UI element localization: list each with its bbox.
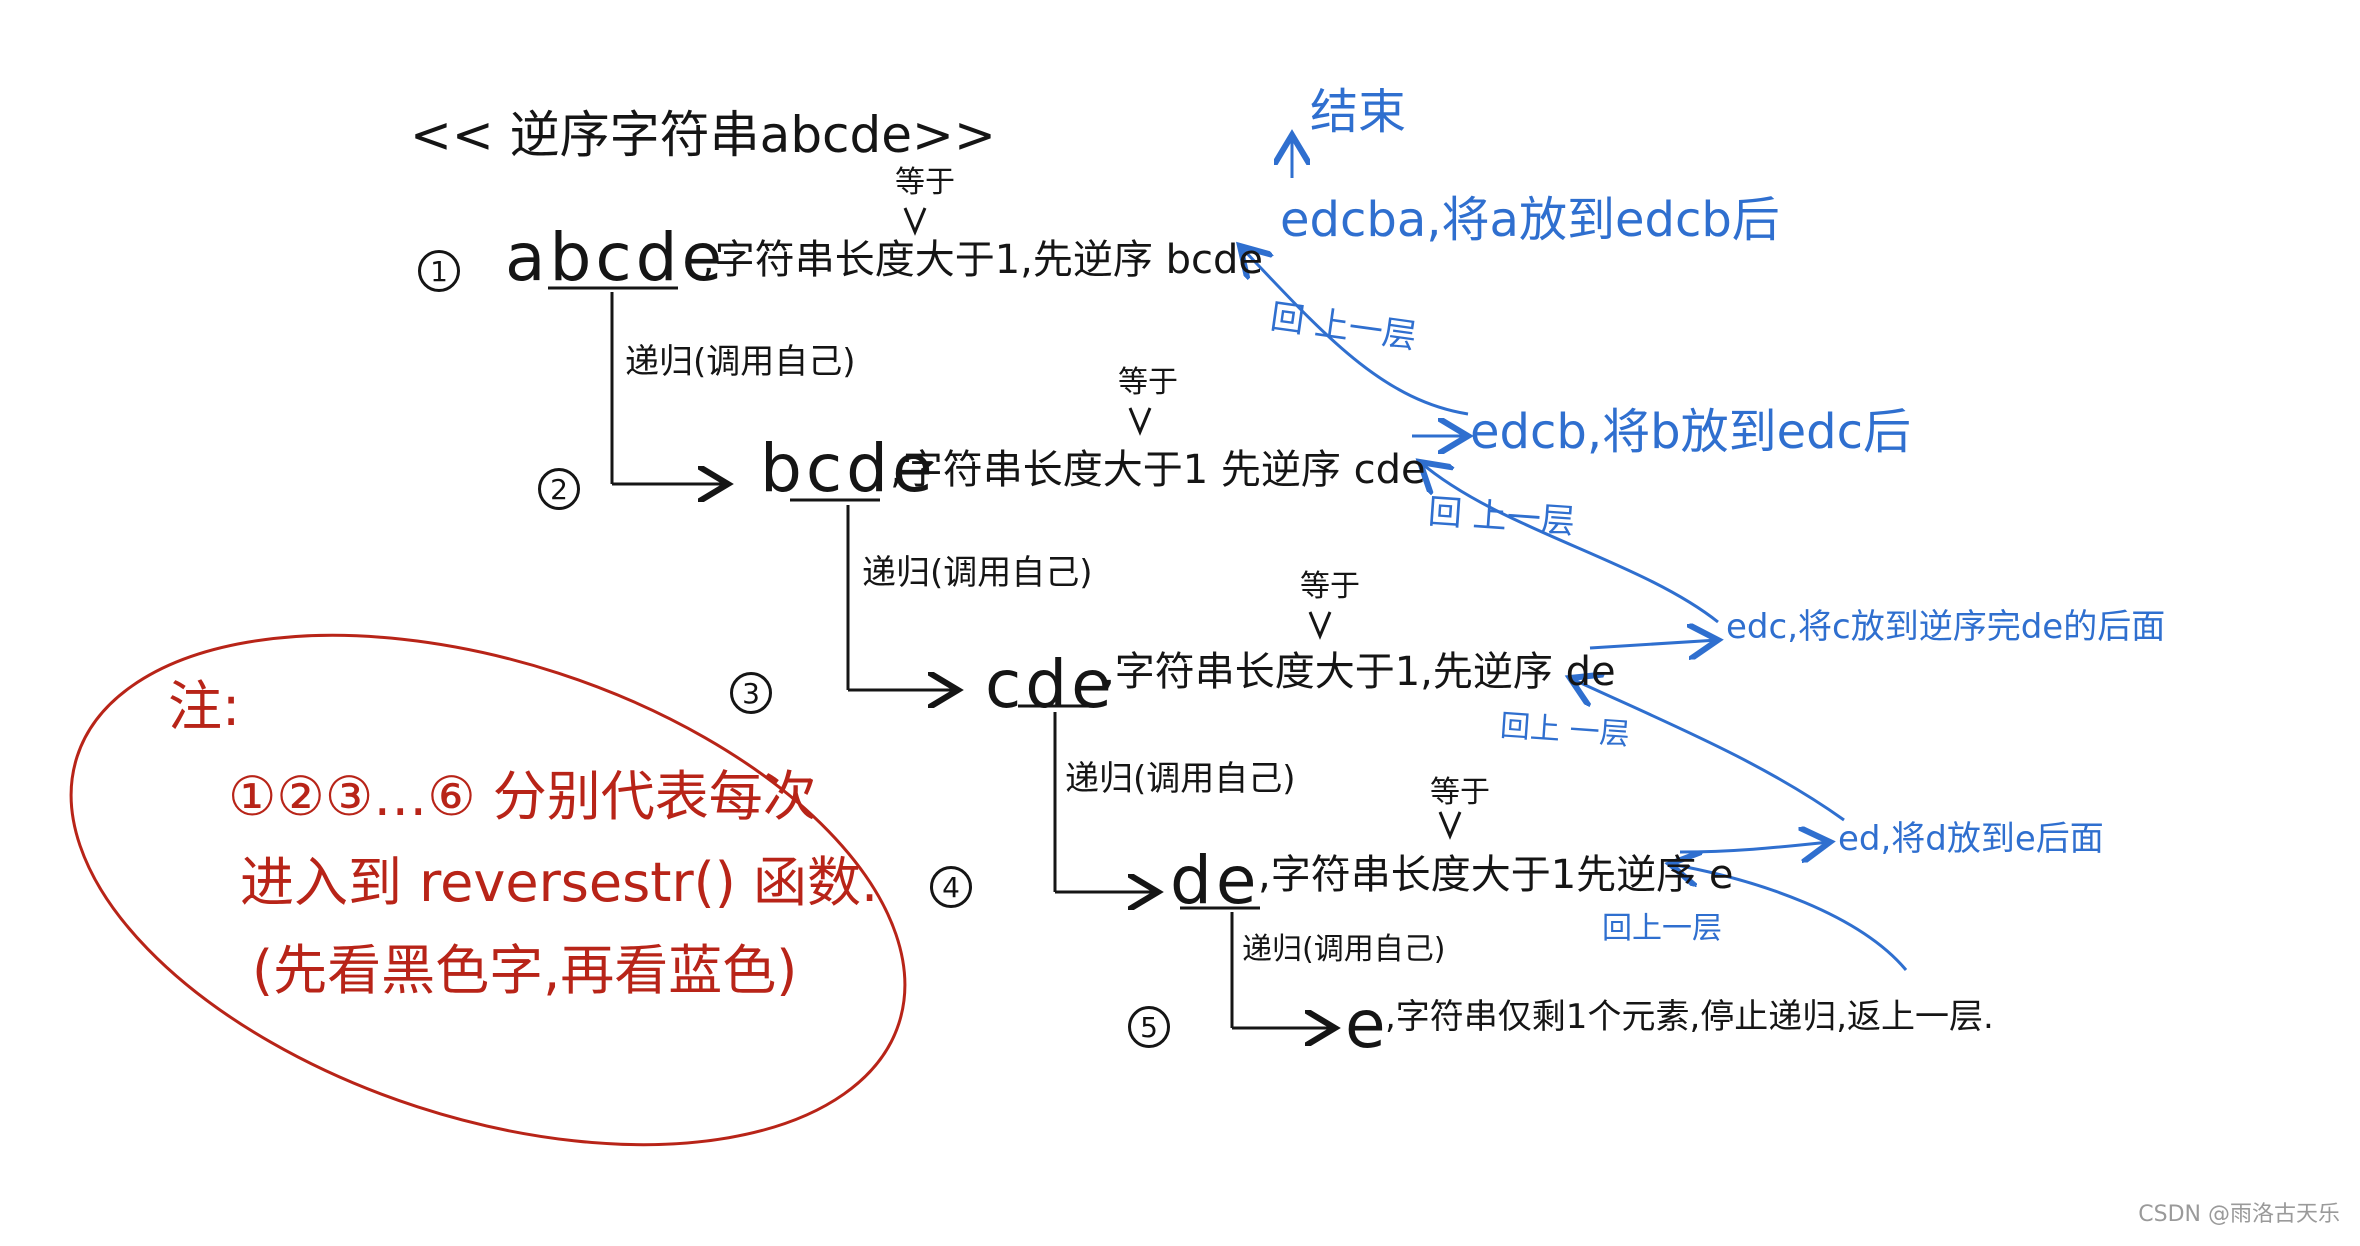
- step-2-word: bcde: [760, 430, 937, 507]
- step-5-word: e: [1345, 986, 1390, 1063]
- step-number-2: 2: [538, 468, 580, 510]
- step-2-recurse: 递归(调用自己): [862, 553, 1093, 593]
- diagram-title: << 逆序字符串abcde>>: [410, 106, 996, 164]
- back-label-4: 回上一层: [1602, 911, 1722, 946]
- step-3-word: cde: [985, 646, 1116, 723]
- return-arrows: [1240, 135, 1908, 971]
- end-label: 结束: [1310, 84, 1407, 140]
- step-3-eq: 等于: [1300, 569, 1360, 604]
- step-1-eq: 等于: [895, 165, 955, 200]
- back-label-3: 回上 一层: [1498, 708, 1631, 753]
- step-5-desc: ,字符串仅剩1个元素,停止递归,返上一层.: [1385, 997, 1994, 1037]
- step-number-4: 4: [930, 866, 972, 908]
- step-4-word: de: [1170, 842, 1261, 919]
- step-4-recurse: 递归(调用自己): [1242, 932, 1446, 967]
- step-2-eq: 等于: [1118, 365, 1178, 400]
- return-result-1: edcba,将a放到edcb后: [1280, 192, 1780, 248]
- note-line-2: 进入到 reversestr() 函数.: [240, 851, 879, 914]
- return-result-2: edcb,将b放到edc后: [1470, 404, 1911, 460]
- step-3-recurse: 递归(调用自己): [1065, 759, 1296, 799]
- step-3-desc: ,字符串长度大于1,先逆序 de: [1102, 649, 1616, 695]
- step-1-word: abcde: [505, 219, 727, 296]
- note-line-1: ①②③…⑥ 分别代表每次: [228, 765, 817, 828]
- step-number-5: 5: [1128, 1006, 1170, 1048]
- step-1-desc: ,字符串长度大于1,先逆序 bcde: [702, 237, 1263, 283]
- step-4-eq: 等于: [1430, 775, 1490, 810]
- step-4-desc: ,字符串长度大于1先逆序 e: [1258, 852, 1734, 898]
- watermark: CSDN @雨洛古天乐: [2138, 1202, 2340, 1227]
- return-result-4: ed,将d放到e后面: [1838, 819, 2104, 859]
- recursion-brackets: [548, 207, 1462, 1028]
- note-heading: 注:: [168, 675, 241, 738]
- back-label-2: 回 上一层: [1426, 491, 1577, 543]
- note-line-3: (先看黑色字,再看蓝色): [252, 939, 798, 1002]
- return-result-3: edc,将c放到逆序完de的后面: [1726, 607, 2166, 647]
- step-2-desc: ,字符串长度大于1 先逆序 cde: [890, 447, 1426, 493]
- step-number-3: 3: [730, 672, 772, 714]
- note-ellipse: [69, 633, 907, 1147]
- step-number-1: 1: [418, 250, 460, 292]
- step-1-recurse: 递归(调用自己): [625, 342, 856, 382]
